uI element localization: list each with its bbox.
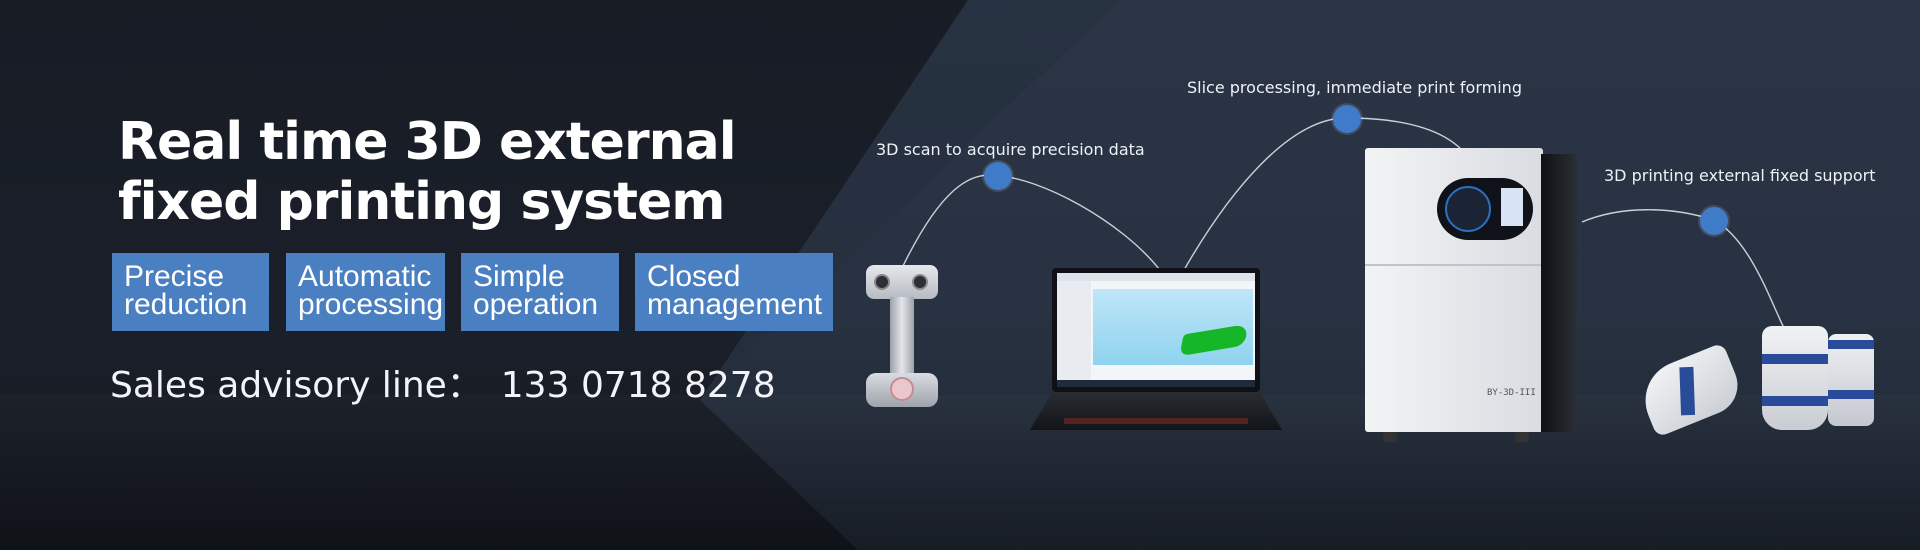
tag-automatic-processing: Automatic processing xyxy=(286,253,445,331)
printer-control-panel xyxy=(1437,178,1533,240)
tag-precise-reduction: Precise reduction xyxy=(112,253,269,331)
laptop-keyboard-glow xyxy=(1064,418,1248,424)
software-menubar xyxy=(1057,273,1255,281)
printer-feet xyxy=(1375,432,1535,442)
title-line-1: Real time 3D external xyxy=(118,112,737,172)
laptop-screen xyxy=(1052,268,1260,392)
printer-display xyxy=(1501,188,1523,226)
printer-model-label: BY-3D-III xyxy=(1487,388,1536,398)
floor-shadow xyxy=(0,395,1920,550)
workflow-dot-scan xyxy=(984,162,1012,190)
laptop-software-icon xyxy=(1030,268,1282,446)
software-sidebar xyxy=(1057,281,1091,387)
tag-simple-operation: Simple operation xyxy=(461,253,619,331)
handheld-3d-scanner-icon xyxy=(866,265,938,415)
software-window xyxy=(1057,273,1255,387)
tag-line-1: Precise xyxy=(124,260,225,293)
ankle-brace-icon xyxy=(1762,326,1828,430)
scanner-ring xyxy=(890,377,914,401)
sales-phone-number[interactable]: 133 0718 8278 xyxy=(500,365,776,406)
3d-printer-icon: BY-3D-III xyxy=(1365,148,1579,442)
sales-line: Sales advisory line： 133 0718 8278 xyxy=(110,356,776,408)
tag-closed-management: Closed management xyxy=(635,253,833,331)
workflow-dot-slice xyxy=(1333,105,1361,133)
tag-line-2: operation xyxy=(473,288,599,321)
tag-line-2: management xyxy=(647,288,823,321)
foot-model-icon xyxy=(1179,323,1249,357)
title-line-2: fixed printing system xyxy=(118,172,725,232)
software-3d-viewport xyxy=(1093,289,1253,365)
tag-line-1: Closed xyxy=(647,260,741,293)
sales-label: Sales advisory line： xyxy=(110,365,483,406)
scanner-handle xyxy=(890,297,914,377)
printer-logo-icon xyxy=(1445,186,1491,232)
printer-side-panel xyxy=(1541,154,1577,432)
tag-line-1: Simple xyxy=(473,260,565,293)
printer-body: BY-3D-III xyxy=(1365,148,1543,432)
tag-line-2: reduction xyxy=(124,288,248,321)
laptop-keyboard xyxy=(1030,392,1282,430)
tag-line-1: Automatic xyxy=(298,260,432,293)
scanner-lens-left xyxy=(874,274,890,290)
workflow-dot-print xyxy=(1700,207,1728,235)
wrist-brace-icon xyxy=(1828,334,1874,426)
banner-title: Real time 3D external fixed printing sys… xyxy=(118,112,738,232)
software-taskbar xyxy=(1057,380,1255,387)
caption-slice: Slice processing, immediate print formin… xyxy=(1187,78,1522,97)
caption-scan: 3D scan to acquire precision data xyxy=(876,140,1145,159)
scanner-lens-right xyxy=(912,274,928,290)
scanner-head xyxy=(866,265,938,299)
tag-line-2: processing xyxy=(298,288,444,321)
printer-door-seam xyxy=(1365,264,1543,266)
caption-print: 3D printing external fixed support xyxy=(1604,166,1876,185)
